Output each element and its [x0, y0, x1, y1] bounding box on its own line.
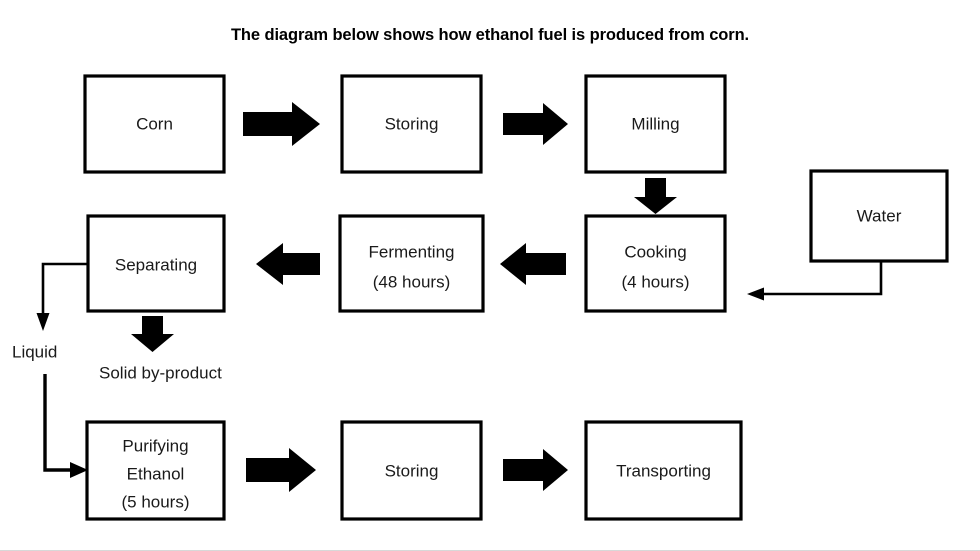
box-outline-storing-1	[340, 74, 483, 174]
box-label-storing-2: Storing	[385, 461, 439, 480]
label-solid-by-product: Solid by-product	[99, 363, 222, 382]
box-label-water: Water	[857, 206, 902, 225]
process-box-cooking[interactable]: Cooking (4 hours)	[584, 214, 727, 313]
arrow-milling-to-cooking	[634, 178, 677, 214]
process-box-storing-1[interactable]: Storing	[340, 74, 483, 174]
box-label-milling: Milling	[631, 114, 679, 133]
connector-liquid-to-purifying	[43, 374, 78, 472]
box-label-fermenting-line2: (48 hours)	[373, 272, 450, 291]
box-label-storing-1: Storing	[385, 114, 439, 133]
process-box-fermenting[interactable]: Fermenting (48 hours)	[338, 214, 485, 313]
process-box-corn[interactable]: Corn	[83, 74, 226, 174]
arrowhead-separating-to-liquid	[36, 313, 50, 331]
box-outline-water	[809, 169, 949, 263]
process-box-separating[interactable]: Separating	[86, 214, 226, 313]
arrowhead-water-to-cooking	[747, 287, 764, 301]
box-label-purifying-line2: Ethanol	[127, 464, 185, 483]
box-label-cooking-line2: (4 hours)	[621, 272, 689, 291]
box-outline-separating	[86, 214, 226, 313]
box-label-corn: Corn	[136, 114, 173, 133]
box-outline-transporting	[584, 420, 743, 521]
arrow-storing-to-transporting	[503, 449, 568, 491]
box-label-cooking-line1: Cooking	[624, 242, 686, 261]
arrow-storing-to-milling	[503, 103, 568, 145]
arrow-separating-to-solid-by-product	[131, 316, 174, 352]
box-label-purifying-line3: (5 hours)	[121, 492, 189, 511]
box-label-purifying-line1: Purifying	[122, 436, 188, 455]
process-box-milling[interactable]: Milling	[584, 74, 727, 174]
box-outline-corn	[83, 74, 226, 174]
process-box-storing-2[interactable]: Storing	[340, 420, 483, 521]
page-title: The diagram below shows how ethanol fuel…	[230, 26, 750, 44]
arrow-corn-to-storing	[243, 102, 320, 146]
arrow-purifying-to-storing	[246, 448, 316, 492]
box-label-transporting: Transporting	[616, 461, 711, 480]
box-label-separating: Separating	[115, 255, 197, 274]
arrow-cooking-to-fermenting	[500, 243, 566, 285]
process-box-water[interactable]: Water	[809, 169, 949, 263]
label-liquid: Liquid	[12, 342, 57, 361]
arrowhead-liquid-to-purifying	[70, 462, 88, 478]
box-outline-milling	[584, 74, 727, 174]
arrow-fermenting-to-separating	[256, 243, 320, 285]
box-outline-cooking	[584, 214, 727, 313]
box-outline-storing-2	[340, 420, 483, 521]
process-box-transporting[interactable]: Transporting	[584, 420, 743, 521]
process-box-purifying-ethanol[interactable]: Purifying Ethanol (5 hours)	[85, 420, 226, 521]
box-outline-purifying-ethanol	[85, 420, 226, 521]
connector-water-to-cooking	[752, 261, 883, 296]
connector-separating-to-liquid	[41, 262, 88, 318]
box-label-fermenting-line1: Fermenting	[369, 242, 455, 261]
box-outline-fermenting	[338, 214, 485, 313]
